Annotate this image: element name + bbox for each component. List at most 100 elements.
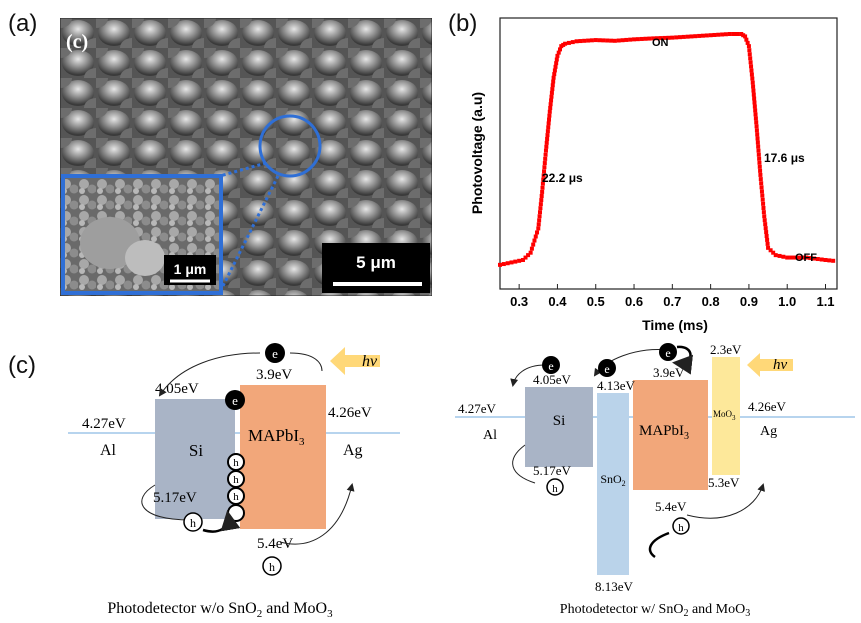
energy-diagram-without-layers: Si MAPbI3 4.27eV Al 4.05eV 3.9eV 4.26eV …	[68, 343, 400, 620]
data-point	[773, 253, 778, 258]
data-point	[762, 214, 767, 219]
annotation-off: OFF	[795, 252, 817, 264]
data-point	[750, 80, 755, 85]
data-point	[612, 38, 617, 43]
data-point	[616, 38, 621, 43]
data-point	[589, 38, 594, 43]
data-point	[751, 92, 756, 97]
sno2-block	[597, 393, 629, 575]
data-point	[549, 90, 554, 95]
data-point	[753, 112, 758, 117]
data-point	[557, 47, 562, 52]
mapbi3-block-right	[633, 380, 708, 490]
y-axis-label: Photovoltage (a.u)	[470, 92, 485, 214]
al-label-right: Al	[483, 428, 497, 443]
data-point	[545, 133, 550, 138]
data-point	[757, 156, 762, 161]
data-point	[535, 230, 540, 235]
electron-si-right: e	[542, 356, 560, 374]
svg-text:h: h	[269, 560, 275, 574]
data-point	[547, 117, 552, 122]
data-point	[536, 222, 541, 227]
si-label-right: Si	[553, 413, 566, 429]
x-tick-label: 0.3	[510, 294, 528, 309]
data-point	[760, 193, 765, 198]
electron-interface: e	[225, 390, 245, 410]
mapbi3-top-level: 3.9eV	[256, 367, 292, 383]
data-point	[543, 148, 548, 153]
data-point	[716, 32, 721, 37]
data-point	[537, 218, 542, 223]
data-point	[758, 177, 763, 182]
data-point	[750, 76, 755, 81]
data-point	[578, 39, 583, 44]
data-point	[685, 34, 690, 39]
data-point	[546, 125, 551, 130]
hole-mapbi3: h	[262, 556, 282, 576]
si-bottom-level: 5.17eV	[153, 490, 197, 506]
data-point	[708, 33, 713, 38]
data-point	[658, 36, 663, 41]
moo3-block	[712, 357, 740, 475]
data-point	[749, 72, 754, 77]
svg-text:e: e	[665, 346, 670, 360]
data-point	[751, 84, 756, 89]
data-point	[552, 68, 557, 73]
mapbi3-bottom-level: 5.4eV	[257, 536, 293, 552]
x-tick-label: 0.9	[740, 294, 758, 309]
data-point	[523, 255, 528, 260]
data-point	[761, 205, 766, 210]
data-point	[781, 254, 786, 259]
x-tick-label: 0.4	[548, 294, 567, 309]
ag-level-right: 4.26eV	[748, 399, 787, 414]
data-point	[554, 57, 559, 62]
svg-text:h: h	[233, 491, 239, 503]
data-point	[550, 87, 555, 92]
data-point	[520, 257, 525, 262]
data-point	[761, 210, 766, 215]
data-point	[547, 113, 552, 118]
data-point	[754, 120, 759, 125]
data-point	[547, 109, 552, 114]
data-point	[553, 64, 558, 69]
ag-level: 4.26eV	[328, 405, 372, 421]
annotation-fall-time: 17.6 μs	[764, 151, 805, 165]
data-point	[632, 37, 637, 42]
data-point	[670, 35, 675, 40]
data-point	[551, 75, 556, 80]
data-point	[765, 237, 770, 242]
sno2-top-level: 4.13eV	[597, 378, 636, 393]
data-point	[768, 248, 773, 253]
data-point	[785, 255, 790, 260]
data-point	[552, 72, 557, 77]
data-point	[532, 238, 537, 243]
data-point	[609, 38, 614, 43]
annotation-rise-time: 22.2 μs	[542, 171, 583, 185]
mapbi3-top-level-right: 3.9eV	[653, 365, 685, 380]
data-point	[570, 40, 575, 45]
data-point	[755, 132, 760, 137]
data-point	[651, 36, 656, 41]
data-point	[704, 33, 709, 38]
data-point	[666, 35, 671, 40]
data-point	[753, 108, 758, 113]
data-point	[765, 241, 770, 246]
sno2-label: SnO2	[600, 472, 625, 488]
data-point	[593, 38, 598, 43]
x-tick-label: 0.5	[587, 294, 605, 309]
x-axis-label: Time (ms)	[642, 317, 708, 333]
moo3-label: MoO3	[713, 409, 736, 422]
data-point	[540, 185, 545, 190]
svg-text:h: h	[233, 457, 239, 469]
data-point	[544, 144, 549, 149]
data-point	[605, 38, 610, 43]
data-point	[531, 242, 536, 247]
data-point	[541, 173, 546, 178]
data-point	[758, 172, 763, 177]
data-point	[760, 197, 765, 202]
sem-inner-label: (c)	[66, 31, 88, 53]
svg-text:h: h	[552, 483, 558, 495]
si-block-right	[525, 387, 593, 467]
data-point	[743, 34, 748, 39]
data-point	[545, 129, 550, 134]
